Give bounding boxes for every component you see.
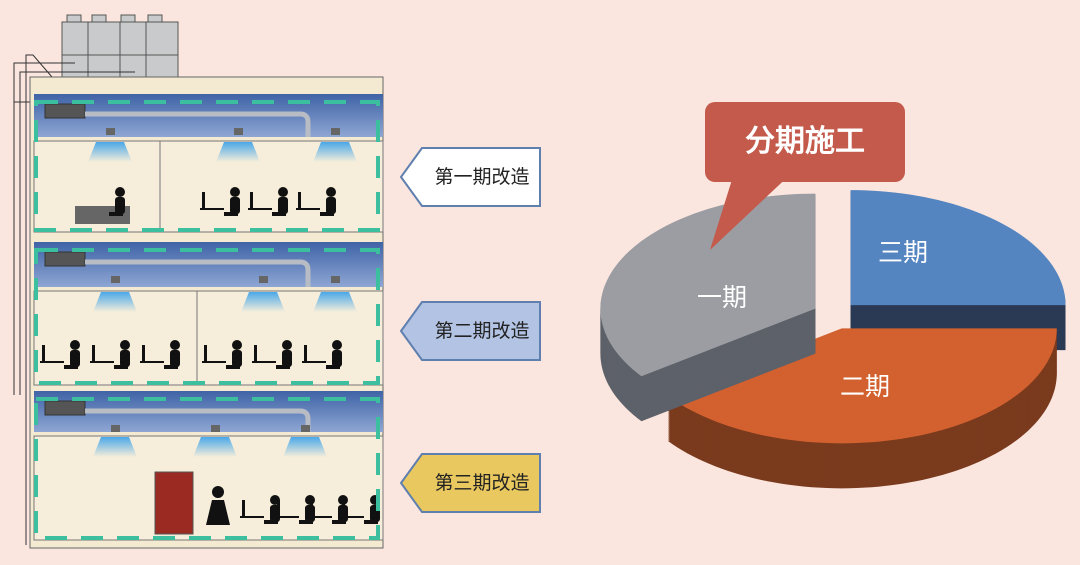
person-icon [202,340,242,369]
diffuser [331,276,340,283]
duct [85,408,311,432]
diffuser [234,128,243,135]
phase-3-label: 第三期改造 [434,472,530,494]
phase-2-tag: 第二期改造 [398,300,542,362]
floor-1 [33,94,384,233]
phase-1-tag: 第一期改造 [398,146,542,208]
diffuser [111,276,120,283]
curtain [154,471,194,535]
person-icon [140,340,180,369]
phase-pie-chart [600,190,1066,489]
air-outlet-icon [93,437,137,457]
air-outlet-icon [93,292,137,312]
phase-1-label: 第一期改造 [434,166,530,188]
pie-slice-1 [850,190,1066,351]
diffuser [111,425,120,432]
callout-pointer [710,170,795,250]
indoor-unit [44,400,86,416]
pie-slice-3 [600,193,816,422]
refrigerant-pipes [13,54,135,545]
pie-label-phase-2: 二期 [840,372,891,401]
person-icon [200,187,240,216]
phase-boundary [34,397,380,540]
person-icon [296,187,336,216]
fitting-room [154,471,230,535]
phase-boundary [34,248,380,385]
indoor-unit [44,103,86,119]
pie-slice-top [600,193,816,377]
air-outlet-icon [216,142,260,162]
air-outlet-icon [193,437,237,457]
diffuser [259,276,268,283]
air-outlet-icon [241,292,285,312]
person-icon [75,187,130,224]
air-outlet-icon [88,142,132,162]
diffuser [106,128,115,135]
pie-label-phase-3: 三期 [878,238,929,267]
duct [85,259,311,287]
pie-slice-top [667,328,1057,444]
phase-2-label: 第二期改造 [434,320,530,342]
person-icon [302,340,342,369]
diffuser [331,128,340,135]
pie-label-phase-1: 一期 [697,283,748,312]
phase-3-tag: 第三期改造 [398,452,542,514]
person-icon [90,340,130,369]
air-outlet-icon [283,437,327,457]
outdoor-units [61,14,179,78]
indoor-unit [44,251,86,267]
callout-title: 分期施工 [705,102,905,182]
pie-slice-2 [667,328,1057,489]
duct [85,111,311,137]
diffuser [301,425,310,432]
phase-boundary [34,100,380,232]
diffuser [211,425,220,432]
floor-2 [33,242,384,386]
person-icon [252,340,292,369]
standing-person-icon [212,486,224,498]
air-outlet-icon [313,142,357,162]
building-diagram [13,14,384,549]
air-outlet-icon [313,292,357,312]
person-icon [248,187,288,216]
person-icon [40,340,80,369]
pie-slice-top [850,190,1066,306]
